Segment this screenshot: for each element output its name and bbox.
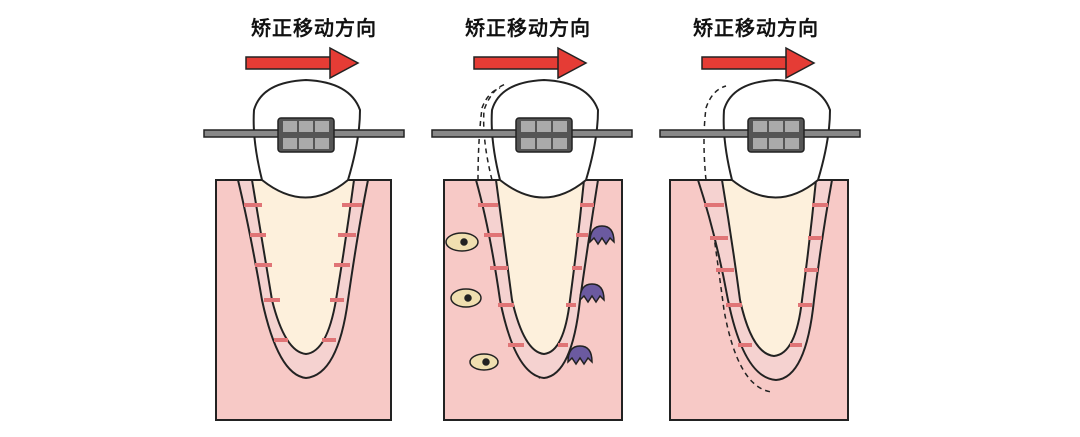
panel-3-bracket — [747, 117, 805, 153]
panel-3-root — [720, 179, 818, 358]
panel-2-root — [494, 179, 586, 356]
panel-2-title: 矫正移动方向 — [465, 16, 591, 40]
panel-3-arrow — [701, 46, 816, 80]
panel-1 — [203, 46, 405, 421]
panel-2-osteoblast-cells — [445, 232, 499, 371]
panel-1-title: 矫正移动方向 — [251, 16, 377, 40]
panel-1-arrow — [245, 46, 360, 80]
panel-2-osteoclast-cells — [567, 225, 615, 366]
panel-2-fibers — [478, 203, 594, 347]
panel-3-title: 矫正移动方向 — [693, 16, 819, 40]
panel-1-bracket — [277, 117, 335, 153]
panel-3 — [659, 46, 861, 421]
panel-1-fibers — [244, 203, 362, 342]
panel-3-fibers — [704, 203, 828, 347]
panel-2-bracket — [515, 117, 573, 153]
panel-2 — [431, 46, 633, 421]
panel-2-arrow — [473, 46, 588, 80]
panel-1-root — [250, 179, 356, 356]
